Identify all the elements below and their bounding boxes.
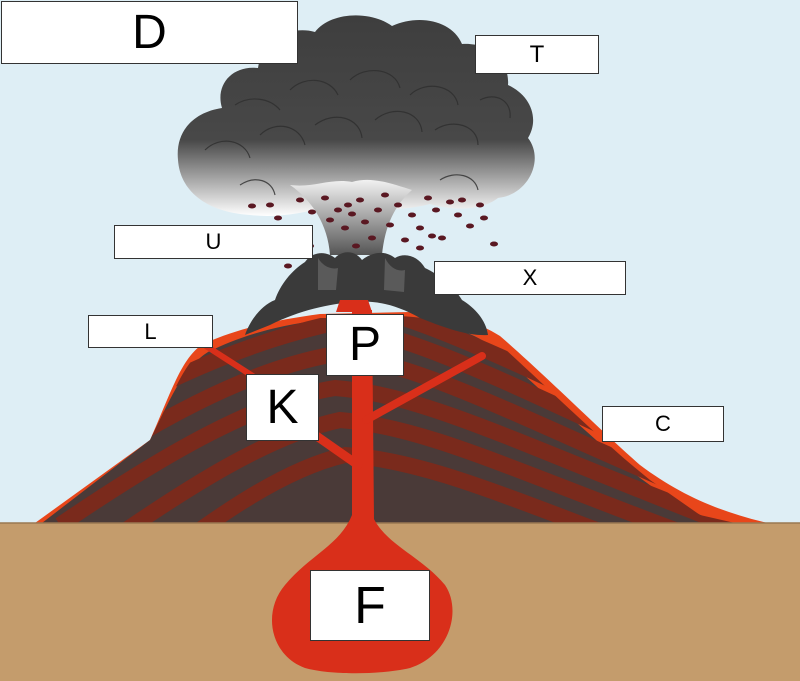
label-l: L bbox=[88, 315, 213, 348]
label-p: P bbox=[326, 314, 404, 376]
eruption-column bbox=[290, 179, 412, 255]
volcanic-bombs bbox=[248, 192, 498, 269]
label-u: U bbox=[114, 225, 313, 259]
label-x: X bbox=[434, 261, 626, 295]
label-t: T bbox=[475, 35, 599, 74]
label-c: C bbox=[602, 406, 724, 442]
crater-ash bbox=[245, 252, 488, 336]
crater-ash-highlights bbox=[318, 258, 405, 292]
ash-cloud bbox=[177, 15, 535, 216]
crater-lava bbox=[336, 300, 372, 312]
label-f: F bbox=[310, 570, 430, 641]
label-k: K bbox=[246, 374, 319, 441]
side-vent-right bbox=[362, 352, 486, 424]
label-d: D bbox=[1, 1, 298, 64]
